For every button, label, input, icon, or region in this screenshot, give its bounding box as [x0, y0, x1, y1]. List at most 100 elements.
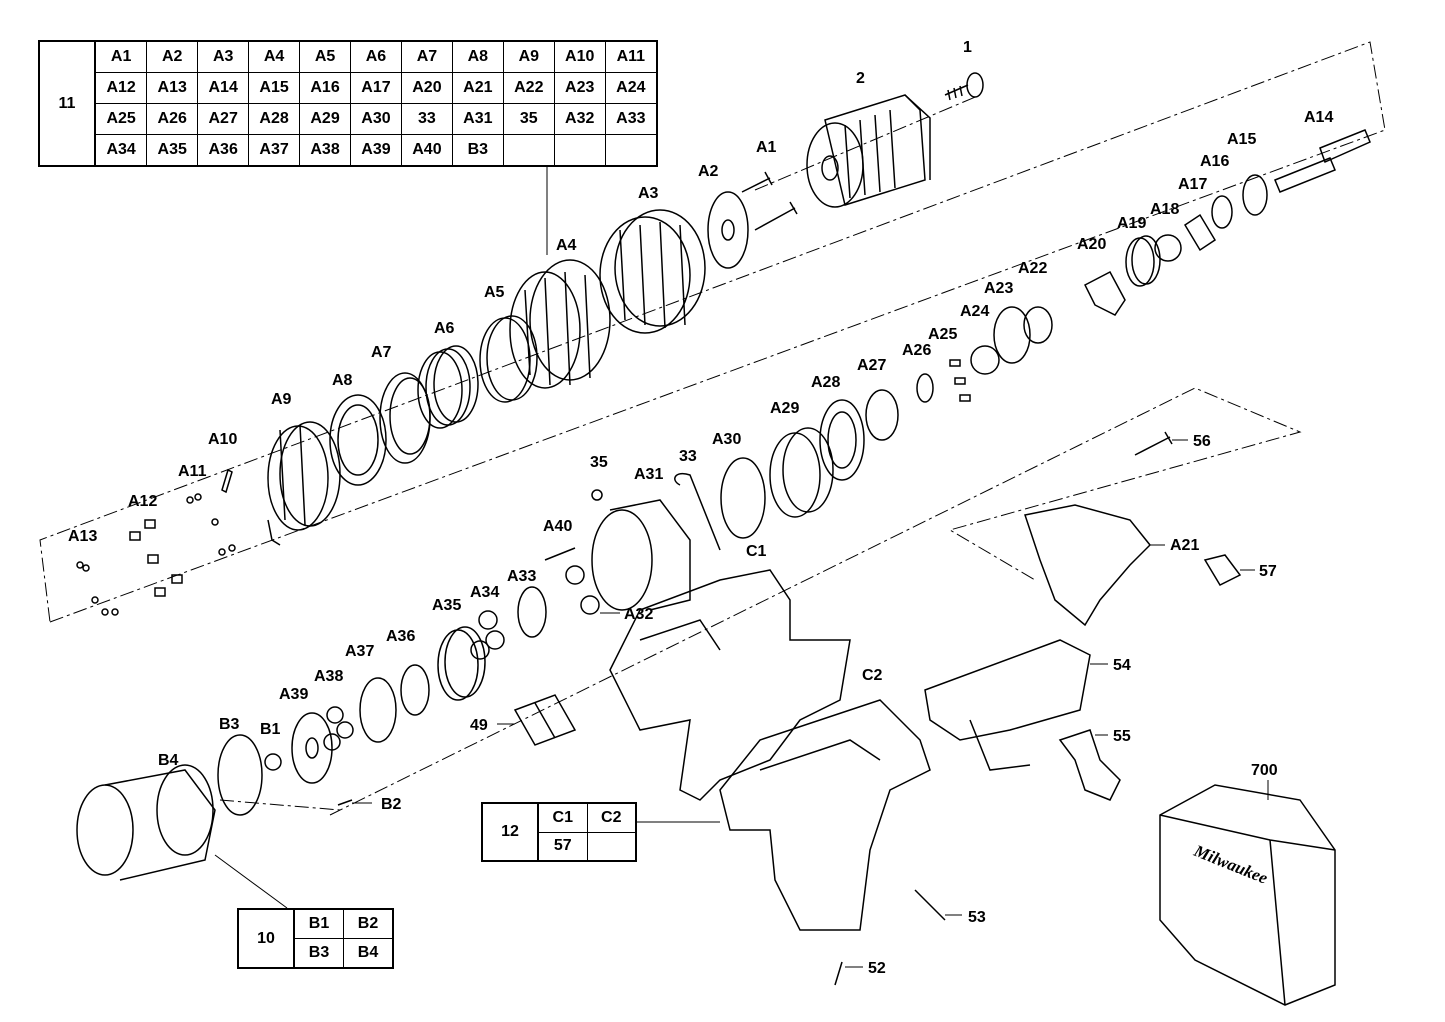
ring-gear-a29-part: [769, 427, 834, 518]
callout-a10: A10: [208, 431, 237, 448]
kit-cell: C2: [586, 802, 637, 833]
callout-a22: A22: [1018, 260, 1047, 277]
ball-bearings-a11-part: [186, 493, 236, 556]
callout-a3: A3: [638, 185, 659, 202]
kit-cell: A32: [553, 103, 606, 135]
kit-cell: [604, 134, 658, 167]
carrier-a36-part: [400, 664, 430, 716]
kit-cell: [502, 134, 555, 167]
housing-c2-part: [719, 699, 931, 931]
kit-cell: C1: [537, 802, 588, 833]
callout-a38: A38: [314, 668, 343, 685]
carrier-a27-part: [865, 389, 899, 441]
kit-cell: A15: [248, 72, 301, 104]
kit-cell: A16: [299, 72, 352, 104]
motor-b4-part: [76, 764, 216, 881]
kit-cell: A29: [299, 103, 352, 135]
kit-cell: B3: [293, 938, 344, 969]
callout-c2: C2: [862, 667, 883, 684]
callout-a8: A8: [332, 372, 353, 389]
callout-a5: A5: [484, 284, 505, 301]
kit-cell: A33: [604, 103, 658, 135]
kit-cell: A25: [94, 103, 148, 135]
pin-52-part: [834, 961, 843, 986]
kit-cell: 57: [537, 831, 588, 862]
spring-clip-part: [267, 519, 281, 546]
part-57-part: [1203, 554, 1242, 586]
kit-cell: A9: [502, 40, 555, 73]
ring-gear-a35-part: [437, 626, 486, 701]
clip-33-part: [674, 473, 721, 551]
callout-a34: A34: [470, 584, 499, 601]
screw-1-part: [944, 72, 984, 101]
callout-a20: A20: [1077, 236, 1106, 253]
kit-cell: A3: [197, 40, 250, 73]
ring-a5-part: [479, 315, 538, 403]
kit-cell: A8: [451, 40, 504, 73]
kit-cell: A26: [146, 103, 199, 135]
spring-a19-part: [1125, 235, 1161, 287]
callout-a32: A32: [624, 606, 653, 623]
kit-cell: A23: [553, 72, 606, 104]
callout-700: 700: [1251, 762, 1278, 779]
callout-b2: B2: [381, 796, 402, 813]
switch-54-part: [924, 639, 1091, 771]
kit-cell: A37: [248, 134, 301, 167]
kit-cell: B2: [343, 908, 394, 939]
callout-a39: A39: [279, 686, 308, 703]
washer-a8-part: [329, 394, 387, 486]
callout-57: 57: [1259, 563, 1277, 580]
keyless-chuck-part: [806, 94, 931, 208]
kit-cell: 33: [400, 103, 453, 135]
kit-cell: A38: [299, 134, 352, 167]
callout-a16: A16: [1200, 153, 1229, 170]
callout-a37: A37: [345, 643, 374, 660]
callout-c1: C1: [746, 543, 767, 560]
kit-cell: A6: [350, 40, 402, 73]
balls-a13-part: [76, 561, 119, 616]
ring-a16-part: [1211, 195, 1233, 229]
screw-a40-part: [544, 547, 576, 561]
kit-cell: A13: [146, 72, 199, 104]
washer-a22-part: [1023, 306, 1053, 344]
kit-cell: A14: [197, 72, 250, 104]
callout-a4: A4: [556, 237, 577, 254]
callout-a21: A21: [1170, 537, 1199, 554]
kit-cell: A1: [94, 40, 148, 73]
callout-a19: A19: [1117, 215, 1146, 232]
kit-cell: A5: [299, 40, 352, 73]
callout-35: 35: [590, 454, 608, 471]
gearbox-a31-part: [591, 499, 691, 611]
kit-cell: [586, 831, 637, 862]
spring-ring-a30-part: [720, 457, 766, 539]
upper-assembly-boundary: [39, 41, 1386, 623]
callout-b1: B1: [260, 721, 281, 738]
spindle-a14-part: [1274, 129, 1371, 193]
callout-a1: A1: [756, 139, 777, 156]
plate-a2-part: [707, 191, 749, 269]
rollers-a12-part: [129, 519, 183, 597]
callout-b4: B4: [158, 752, 179, 769]
callout-53: 53: [968, 909, 986, 926]
kit-cell: A30: [350, 103, 402, 135]
gears-a34-part: [470, 610, 505, 660]
callout-a9: A9: [271, 391, 292, 408]
kit-cell: B3: [451, 134, 504, 167]
kit-12-key: 12: [481, 802, 539, 862]
callout-a23: A23: [984, 280, 1013, 297]
callout-1: 1: [963, 39, 972, 56]
trigger-55-part: [1058, 729, 1121, 801]
callout-33: 33: [679, 448, 697, 465]
kit-cell: A17: [350, 72, 402, 104]
kit-cell: A28: [248, 103, 301, 135]
callout-a40: A40: [543, 518, 572, 535]
lock-a17-part: [1183, 213, 1217, 252]
kit-cell: A24: [604, 72, 658, 104]
kit-cell: A40: [400, 134, 453, 167]
kit-cell: A22: [502, 72, 555, 104]
leader-10: [214, 854, 288, 909]
lower-assembly-boundary: [329, 387, 1302, 816]
pinion-b1-part: [264, 753, 282, 771]
kit-12-table: 12 C1 C2 57: [481, 802, 637, 862]
switch-49-part: [513, 694, 577, 746]
